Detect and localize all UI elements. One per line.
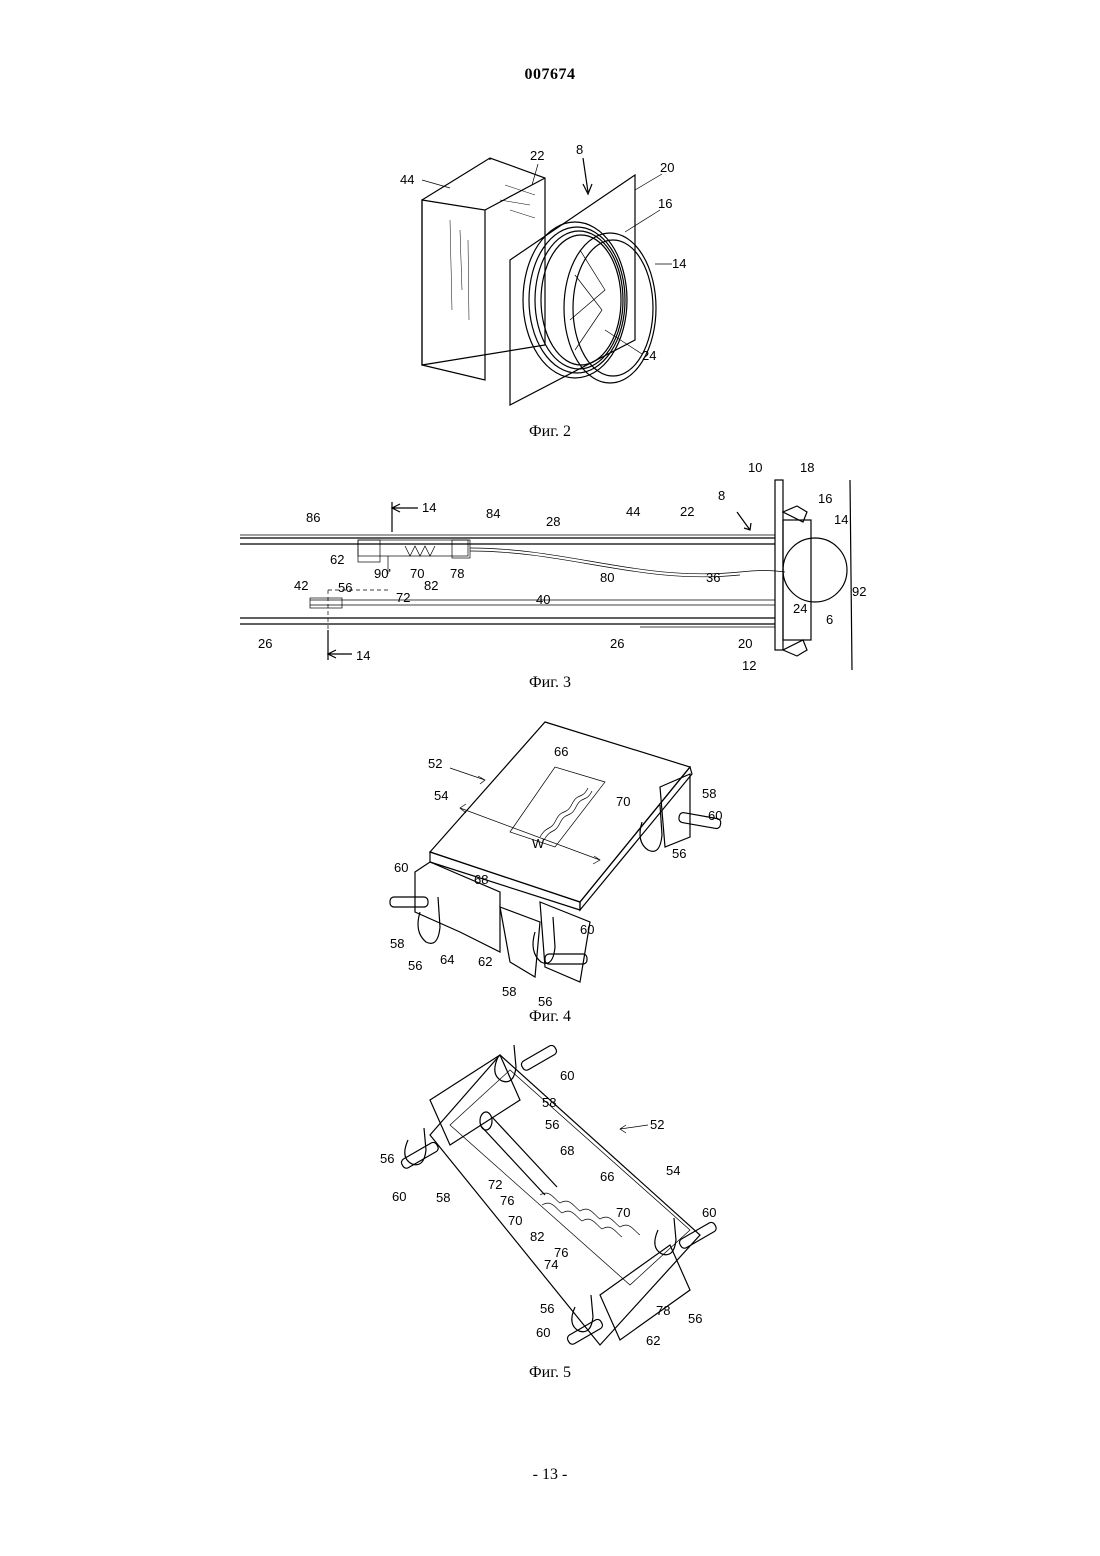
fig3-label: 10 xyxy=(748,460,762,475)
fig5-label: 68 xyxy=(560,1143,574,1158)
fig5-label: 56 xyxy=(540,1301,554,1316)
fig5-label: 52 xyxy=(650,1117,664,1132)
fig2-label: 22 xyxy=(530,148,544,163)
fig3-label: 14 xyxy=(834,512,848,527)
fig4-label: W xyxy=(532,836,545,851)
fig3-label: 26 xyxy=(610,636,624,651)
fig3-label: 90' xyxy=(374,566,391,581)
figure-3-caption: Фиг. 3 xyxy=(0,674,1100,692)
fig3-label: 78 xyxy=(450,566,464,581)
figure-4-drawing: 52 66 70 54 58 60 W 68 60 56 58 56 64 62… xyxy=(380,712,750,1010)
fig3-label: 80 xyxy=(600,570,614,585)
fig3-label: 8 xyxy=(718,488,725,503)
figure-5-caption: Фиг. 5 xyxy=(0,1364,1100,1382)
fig3-label: 14 xyxy=(422,500,436,515)
fig5-label: 60 xyxy=(560,1068,574,1083)
fig2-label: 24 xyxy=(642,348,656,363)
fig5-label: 58 xyxy=(542,1095,556,1110)
fig5-label: 74 xyxy=(544,1257,558,1272)
fig4-label: 60 xyxy=(580,922,594,937)
fig5-label: 56 xyxy=(380,1151,394,1166)
figure-3-drawing: 10 18 16 14 8 22 44 28 84 86 14 62 56 90… xyxy=(240,460,870,672)
figure-4-labels: 52 66 70 54 58 60 W 68 60 56 58 56 64 62… xyxy=(390,744,722,1009)
fig3-label: 36 xyxy=(706,570,720,585)
fig3-label: 18 xyxy=(800,460,814,475)
fig3-label: 28 xyxy=(546,514,560,529)
fig3-label: 16 xyxy=(818,491,832,506)
fig5-label: 72 xyxy=(488,1177,502,1192)
fig5-label: 60 xyxy=(702,1205,716,1220)
fig5-label: 62 xyxy=(646,1333,660,1348)
figure-5-drawing: 60 58 56 52 68 54 56 60 58 72 76 66 70 8… xyxy=(370,1045,730,1363)
fig2-label: 20 xyxy=(660,160,674,175)
fig4-label: 56 xyxy=(672,846,686,861)
fig2-label: 16 xyxy=(658,196,672,211)
fig3-label: 86 xyxy=(306,510,320,525)
fig4-label: 54 xyxy=(434,788,448,803)
fig3-label: 22 xyxy=(680,504,694,519)
fig3-label: 40 xyxy=(536,592,550,607)
fig3-label: 82 xyxy=(424,578,438,593)
fig4-label: 68 xyxy=(474,872,488,887)
fig3-label: 72 xyxy=(396,590,410,605)
fig4-label: 56 xyxy=(408,958,422,973)
fig2-label: 14 xyxy=(672,256,686,271)
fig3-label: 6 xyxy=(826,612,833,627)
fig5-label: 82 xyxy=(530,1229,544,1244)
fig2-label: 8 xyxy=(576,142,583,157)
fig5-label: 56 xyxy=(688,1311,702,1326)
fig3-label: 70 xyxy=(410,566,424,581)
figure-2-drawing: 44 22 8 20 16 14 24 xyxy=(380,140,720,415)
figure-4-caption: Фиг. 4 xyxy=(0,1008,1100,1026)
fig5-label: 66 xyxy=(600,1169,614,1184)
fig4-label: 60 xyxy=(394,860,408,875)
figure-2-labels: 44 22 8 20 16 14 24 xyxy=(400,142,686,363)
fig3-label: 56 xyxy=(338,580,352,595)
fig5-label: 76 xyxy=(500,1193,514,1208)
fig5-label: 54 xyxy=(666,1163,680,1178)
fig4-label: 58 xyxy=(502,984,516,999)
fig4-label: 56 xyxy=(538,994,552,1009)
fig3-label: 24 xyxy=(793,601,807,616)
fig4-label: 52 xyxy=(428,756,442,771)
fig5-label: 60 xyxy=(392,1189,406,1204)
fig4-label: 60 xyxy=(708,808,722,823)
fig4-label: 58 xyxy=(702,786,716,801)
fig3-label: 26 xyxy=(258,636,272,651)
fig3-label: 14 xyxy=(356,648,370,663)
fig5-label: 60 xyxy=(536,1325,550,1340)
fig4-label: 58 xyxy=(390,936,404,951)
fig3-label: 12 xyxy=(742,658,756,672)
fig3-label: 84 xyxy=(486,506,500,521)
document-number: 007674 xyxy=(0,66,1100,84)
fig3-label: 44 xyxy=(626,504,640,519)
fig3-label: 62 xyxy=(330,552,344,567)
fig3-label: 42 xyxy=(294,578,308,593)
fig4-label: 70 xyxy=(616,794,630,809)
fig2-label: 44 xyxy=(400,172,414,187)
fig3-label: 20 xyxy=(738,636,752,651)
page-number: - 13 - xyxy=(0,1466,1100,1484)
fig3-label: 92 xyxy=(852,584,866,599)
fig5-label: 56 xyxy=(545,1117,559,1132)
fig4-label: 62 xyxy=(478,954,492,969)
figure-5-labels: 60 58 56 52 68 54 56 60 58 72 76 66 70 8… xyxy=(380,1068,716,1348)
fig5-label: 70 xyxy=(508,1213,522,1228)
figure-2-caption: Фиг. 2 xyxy=(0,423,1100,441)
fig4-label: 64 xyxy=(440,952,454,967)
fig5-label: 78 xyxy=(656,1303,670,1318)
fig4-label: 66 xyxy=(554,744,568,759)
fig5-label: 70 xyxy=(616,1205,630,1220)
fig5-label: 58 xyxy=(436,1190,450,1205)
